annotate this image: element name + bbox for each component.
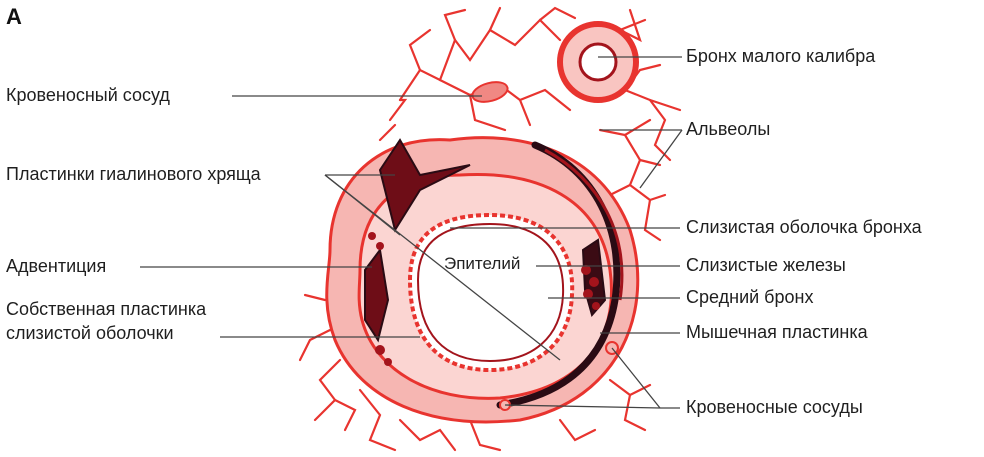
label-muscle-plate: Мышечная пластинка xyxy=(686,321,868,343)
label-lamina-propria-line1: Собственная пластинка xyxy=(6,298,206,320)
label-blood-vessels: Кровеносные сосуды xyxy=(686,396,863,418)
label-mucous-glands: Слизистые железы xyxy=(686,254,846,276)
top-blood-vessel xyxy=(470,79,509,106)
label-lamina-propria-line2: слизистой оболочки xyxy=(6,322,174,344)
label-adventitia: Адвентиция xyxy=(6,255,106,277)
panel-letter: А xyxy=(6,4,22,30)
label-cartilage-plates: Пластинки гиалинового хряща xyxy=(6,163,261,185)
label-bronchial-mucosa: Слизистая оболочка бронха xyxy=(686,216,922,238)
small-bronchus xyxy=(560,24,636,100)
label-epithelium: Эпителий xyxy=(444,254,520,274)
label-blood-vessel: Кровеносный сосуд xyxy=(6,84,170,106)
label-alveoli: Альвеолы xyxy=(686,118,770,140)
label-medium-bronchus: Средний бронх xyxy=(686,286,813,308)
label-small-bronchus: Бронх малого калибра xyxy=(686,45,875,67)
medium-bronchus xyxy=(327,138,638,422)
